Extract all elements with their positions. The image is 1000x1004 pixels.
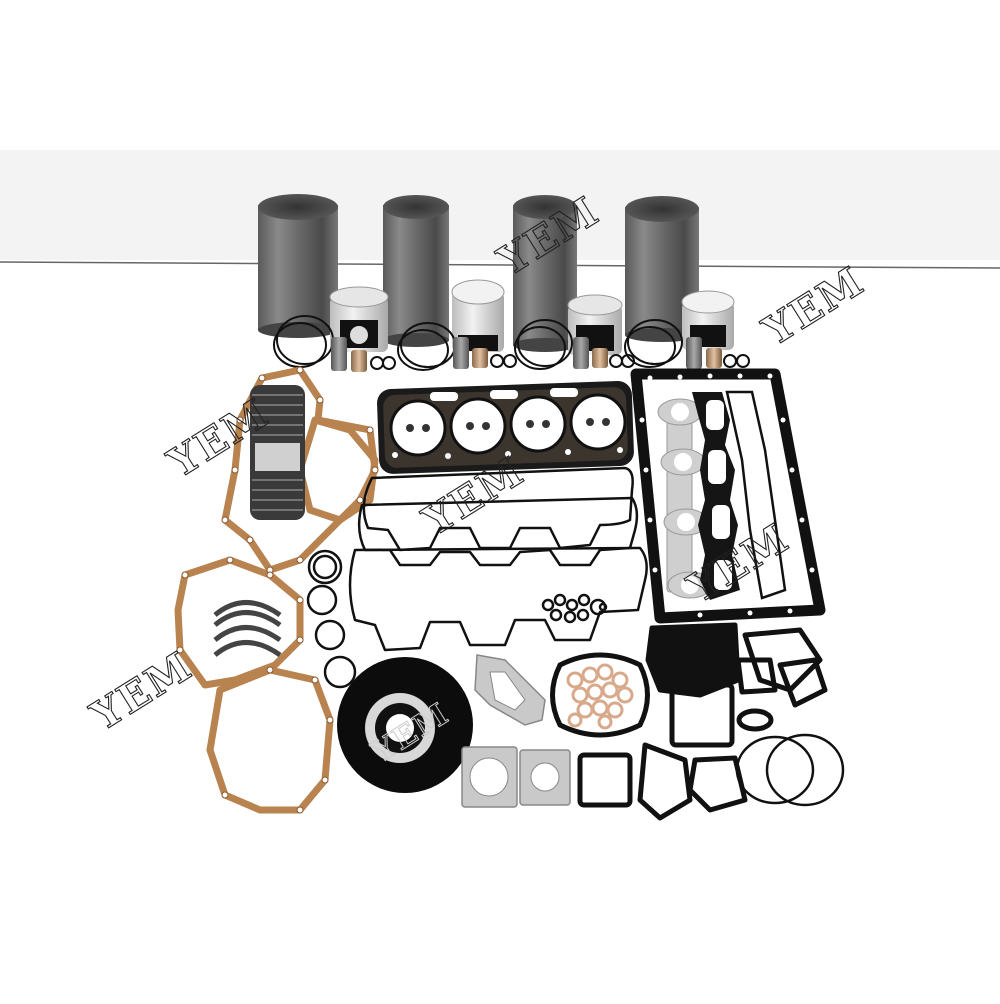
thrust-washers — [213, 600, 282, 658]
cylinder-head-gasket — [377, 381, 634, 474]
water-pump-gasket — [550, 652, 650, 808]
oil-pan-gasket — [630, 368, 826, 624]
cylinder-liners — [258, 194, 699, 352]
large-o-rings — [735, 733, 845, 807]
main-bearings — [250, 385, 305, 520]
piston-pins — [331, 337, 750, 372]
valve-cover-gaskets — [348, 466, 648, 652]
misc-black-gaskets — [637, 622, 828, 821]
gasket-bolt-holes — [176, 366, 379, 814]
crankshaft-oil-seal — [337, 657, 473, 793]
o-rings — [306, 549, 608, 689]
